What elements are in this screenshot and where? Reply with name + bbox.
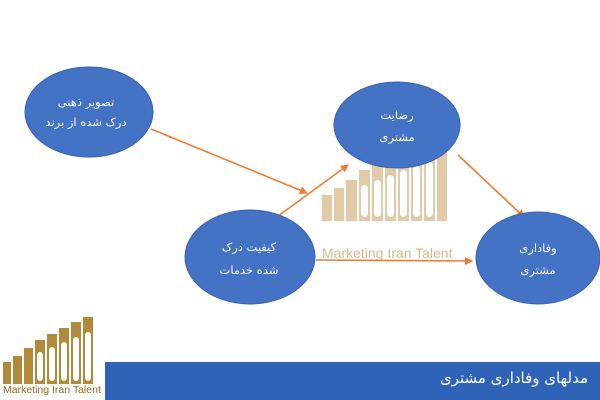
brand-logo-icon [3, 317, 93, 384]
edge-satisfaction-to-loyalty [457, 154, 525, 218]
edge-quality-to-satisfaction [273, 164, 349, 220]
node-loyalty-line2: مشتری [520, 263, 555, 278]
edge-quality-to-loyalty [315, 256, 473, 265]
node-brand-image: تصویر ذهنی درک شده از برند [24, 66, 154, 158]
watermark-arches [361, 162, 433, 217]
footer-bar: مدلهای وفاداری مشتری [105, 362, 600, 400]
node-loyalty: وفاداری مشتری [475, 211, 600, 305]
node-service-quality: کیفیت درک شده خدمات [184, 209, 316, 305]
watermark-text: Marketing Iran Talent [322, 245, 453, 261]
node-loyalty-line1: وفاداری [519, 241, 556, 256]
diagram-canvas: Marketing Iran Talent تصویر ذهنی درک شده… [24, 66, 600, 305]
node-satisfaction: رضایت مشتری [333, 81, 461, 169]
node-brand-image-line2: درک شده از برند [45, 115, 126, 130]
node-brand-image-line1: تصویر ذهنی [58, 95, 115, 110]
node-satisfaction-line1: رضایت [380, 108, 413, 123]
node-service-quality-line2: شده خدمات [220, 263, 279, 277]
node-satisfaction-line2: مشتری [379, 130, 414, 145]
node-service-quality-line1: کیفیت درک [222, 240, 277, 255]
watermark: Marketing Iran Talent [322, 141, 453, 261]
edge-brand-image-to-satisfaction [150, 128, 308, 195]
brand-logo-text: Marketing Iran Talent [3, 384, 101, 396]
footer-title: مدلهای وفاداری مشتری [439, 369, 588, 387]
